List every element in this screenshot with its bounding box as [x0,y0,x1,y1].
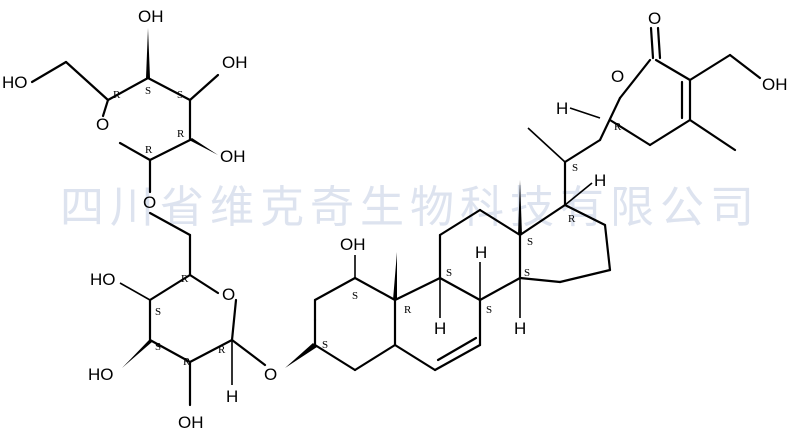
stereo-glc2-c5: R [181,273,189,285]
ho-glucose2-c4: HO [90,270,116,289]
watermark: 四川省维克奇生物科技有限公司 [60,182,760,233]
stereo-labels: R S S R R R S S R R S S R S S S S R S R [113,85,622,368]
oh-glucose-c2: OH [220,147,246,166]
h-c17: H [594,171,606,190]
stereo-glc-c3: S [177,89,183,101]
o-glucose-ring: O [96,115,109,134]
stereo-glc2-c4: S [155,306,161,318]
stereo-glc-c4: S [145,85,151,97]
bottom-glucose [119,211,267,407]
stereo-glc2-c1: R [218,344,226,356]
h-glucose2-c1: H [226,387,238,406]
atom-labels: OH OH OH HO O O O HO HO OH H O OH H H H … [2,7,788,432]
o-carbonyl: O [648,9,661,28]
stereo-c10: R [404,304,412,316]
h-c14: H [514,319,526,338]
stereo-glc2-c2: R [183,356,191,368]
stereo-glc-c1: R [145,144,153,156]
oh-glucose-c6: HO [2,73,28,92]
o-aglycone-link: O [264,365,277,384]
top-glucose [30,28,220,194]
o-glycosidic-link: O [143,193,156,212]
o-lactone: O [611,67,624,86]
h-c22: H [556,99,568,118]
stereo-c13: S [527,236,533,248]
stereo-c1: S [352,290,358,302]
stereo-c9: S [446,267,452,279]
h-c8: H [475,243,487,262]
lactone-ring [569,26,762,152]
stereo-glc2-c3: S [155,341,161,353]
oh-glucose2-c2: OH [178,413,204,432]
oh-c1: OH [340,235,366,254]
ho-glucose2-c3: HO [88,365,114,384]
stereo-c3: S [322,339,328,351]
h-c9: H [434,319,446,338]
oh-glucose-c4: OH [138,7,164,26]
stereo-glc-c5: R [113,89,121,101]
stereo-c20: S [572,162,578,174]
stereo-c8: S [486,304,492,316]
oh-glucose-c3: OH [222,53,248,72]
stereo-c22: R [614,121,622,133]
stereo-c17: R [568,213,576,225]
stereo-glc-c2: R [177,128,185,140]
stereo-c14: S [524,267,530,279]
o-glucose2-ring: O [222,285,235,304]
oh-hydroxymethyl: OH [762,75,788,94]
steroid-core [285,127,612,372]
